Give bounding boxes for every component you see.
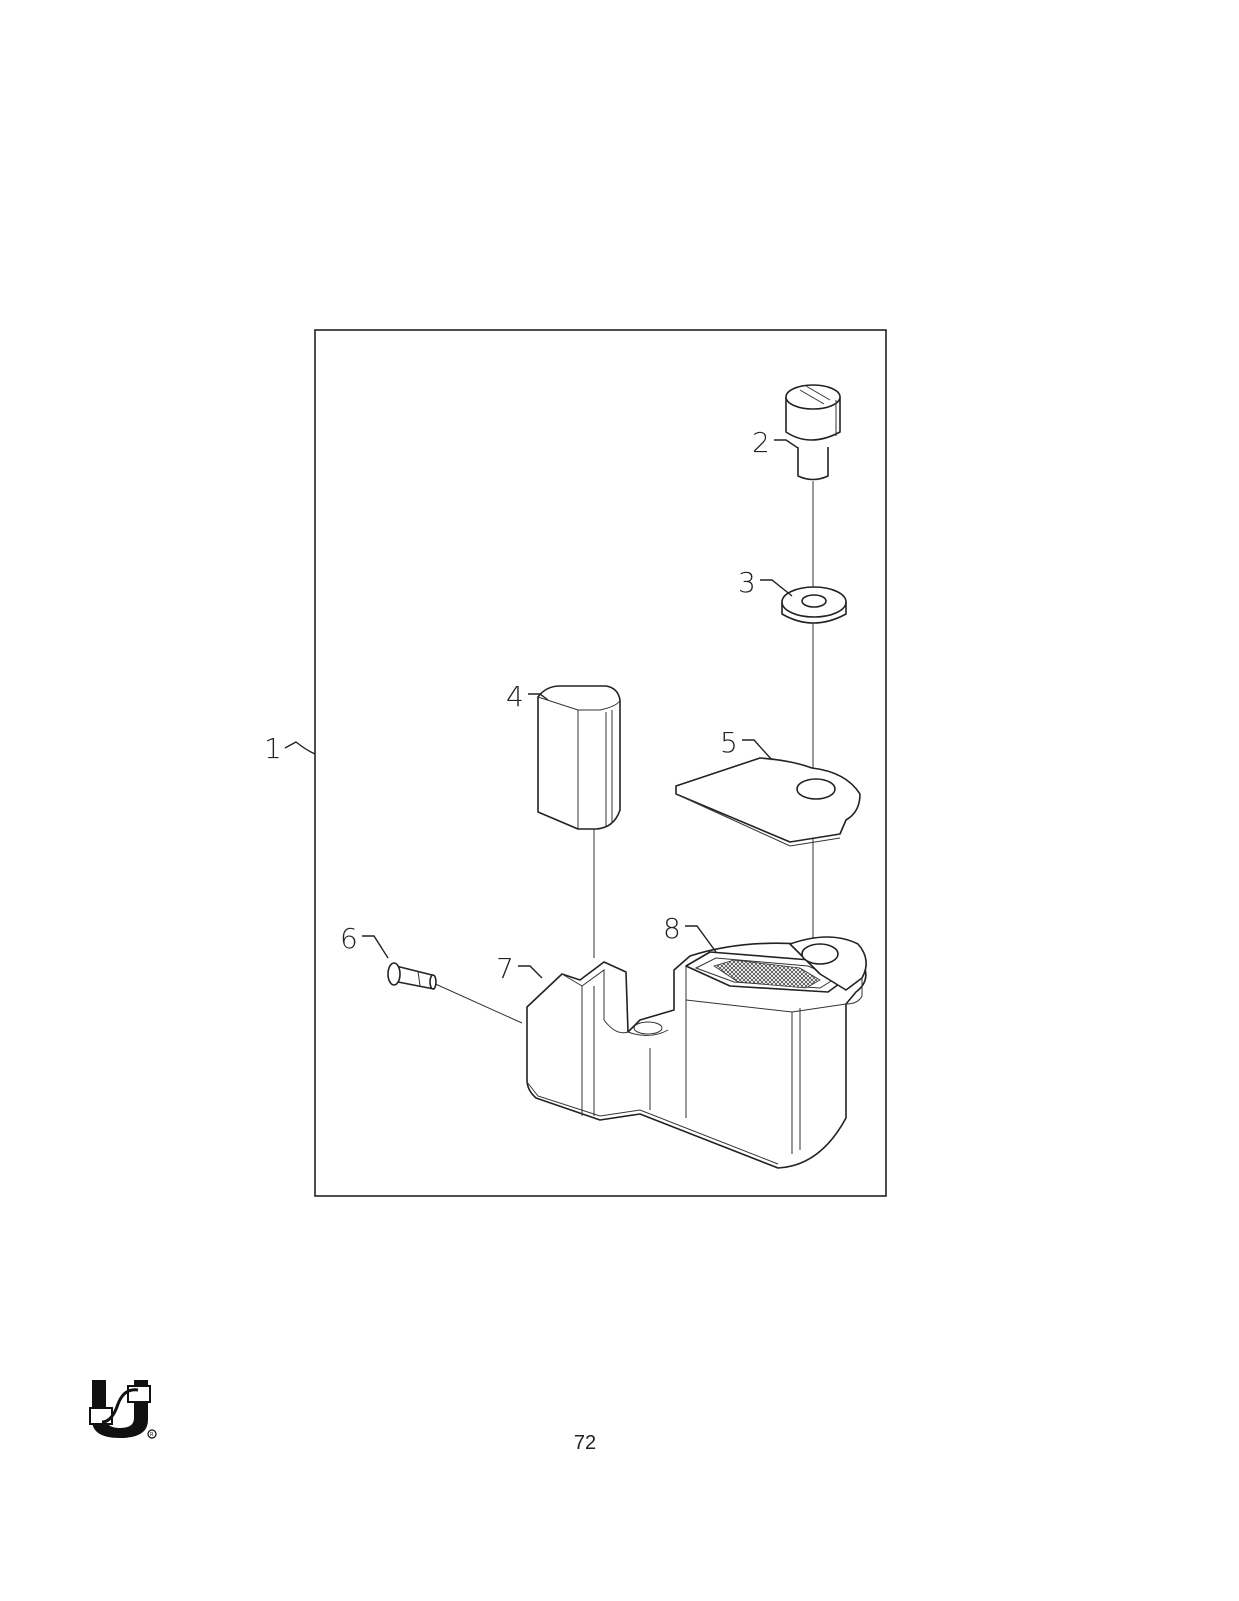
part-6-pin: [388, 963, 436, 989]
svg-text:R: R: [150, 1432, 154, 1438]
callout-6: 6: [340, 922, 388, 958]
svg-text:8: 8: [663, 912, 681, 945]
callout-7: 7: [496, 952, 542, 985]
part-5-plate: [676, 758, 860, 846]
svg-text:7: 7: [496, 952, 514, 985]
callout-5: 5: [720, 726, 772, 760]
svg-text:6: 6: [340, 922, 358, 955]
page-number: 72: [560, 1432, 610, 1455]
svg-text:4: 4: [506, 680, 524, 713]
svg-text:1: 1: [264, 732, 282, 765]
svg-text:5: 5: [720, 726, 738, 759]
callout-3: 3: [738, 566, 792, 599]
part-4-block: [538, 686, 620, 829]
callout-1: 1: [264, 732, 315, 765]
callout-8: 8: [663, 912, 716, 952]
svg-text:3: 3: [738, 566, 756, 599]
part-2-slotted-screw: [786, 385, 840, 480]
part-3-washer: [782, 587, 846, 623]
svg-text:2: 2: [752, 426, 770, 459]
brand-u-logo-icon: R: [88, 1378, 158, 1440]
axis-line-pin: [431, 982, 522, 1023]
part-7-base-bracket: [527, 937, 866, 1168]
